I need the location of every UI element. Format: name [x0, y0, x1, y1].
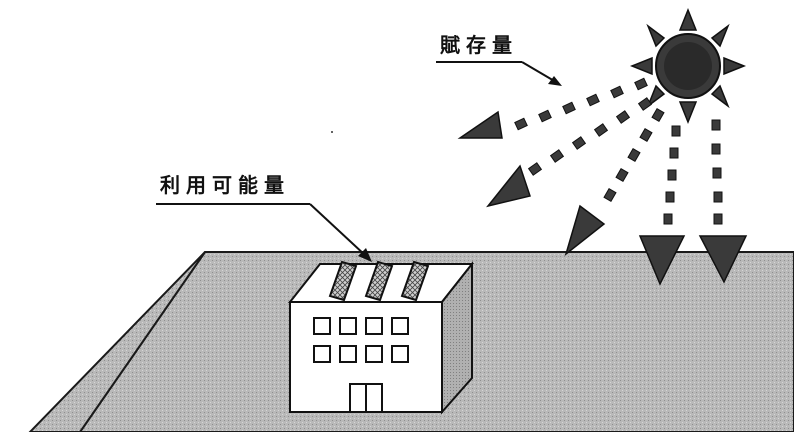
usable-label: 利用可能量	[156, 173, 372, 262]
ray-arrow-icon	[457, 77, 648, 139]
speck	[331, 131, 333, 133]
solar-panels	[328, 260, 430, 302]
building-door	[349, 383, 383, 413]
building-windows	[313, 317, 409, 363]
ray-arrow-icon	[638, 125, 686, 286]
ray-arrow-icon	[564, 107, 665, 257]
solar-panel-icon	[364, 260, 394, 302]
reserve-label: 賦存量	[436, 33, 562, 86]
ray-arrow-icon	[486, 97, 653, 208]
ground-plane-left	[28, 251, 206, 432]
ray-arrows	[457, 77, 748, 286]
reserve-label-text: 賦存量	[440, 33, 518, 57]
solar-panel-icon	[400, 260, 430, 302]
usable-label-text: 利用可能量	[160, 173, 290, 197]
solar-panel-icon	[328, 260, 358, 302]
ray-arrow-icon	[698, 119, 748, 284]
sun-icon	[629, 7, 747, 125]
